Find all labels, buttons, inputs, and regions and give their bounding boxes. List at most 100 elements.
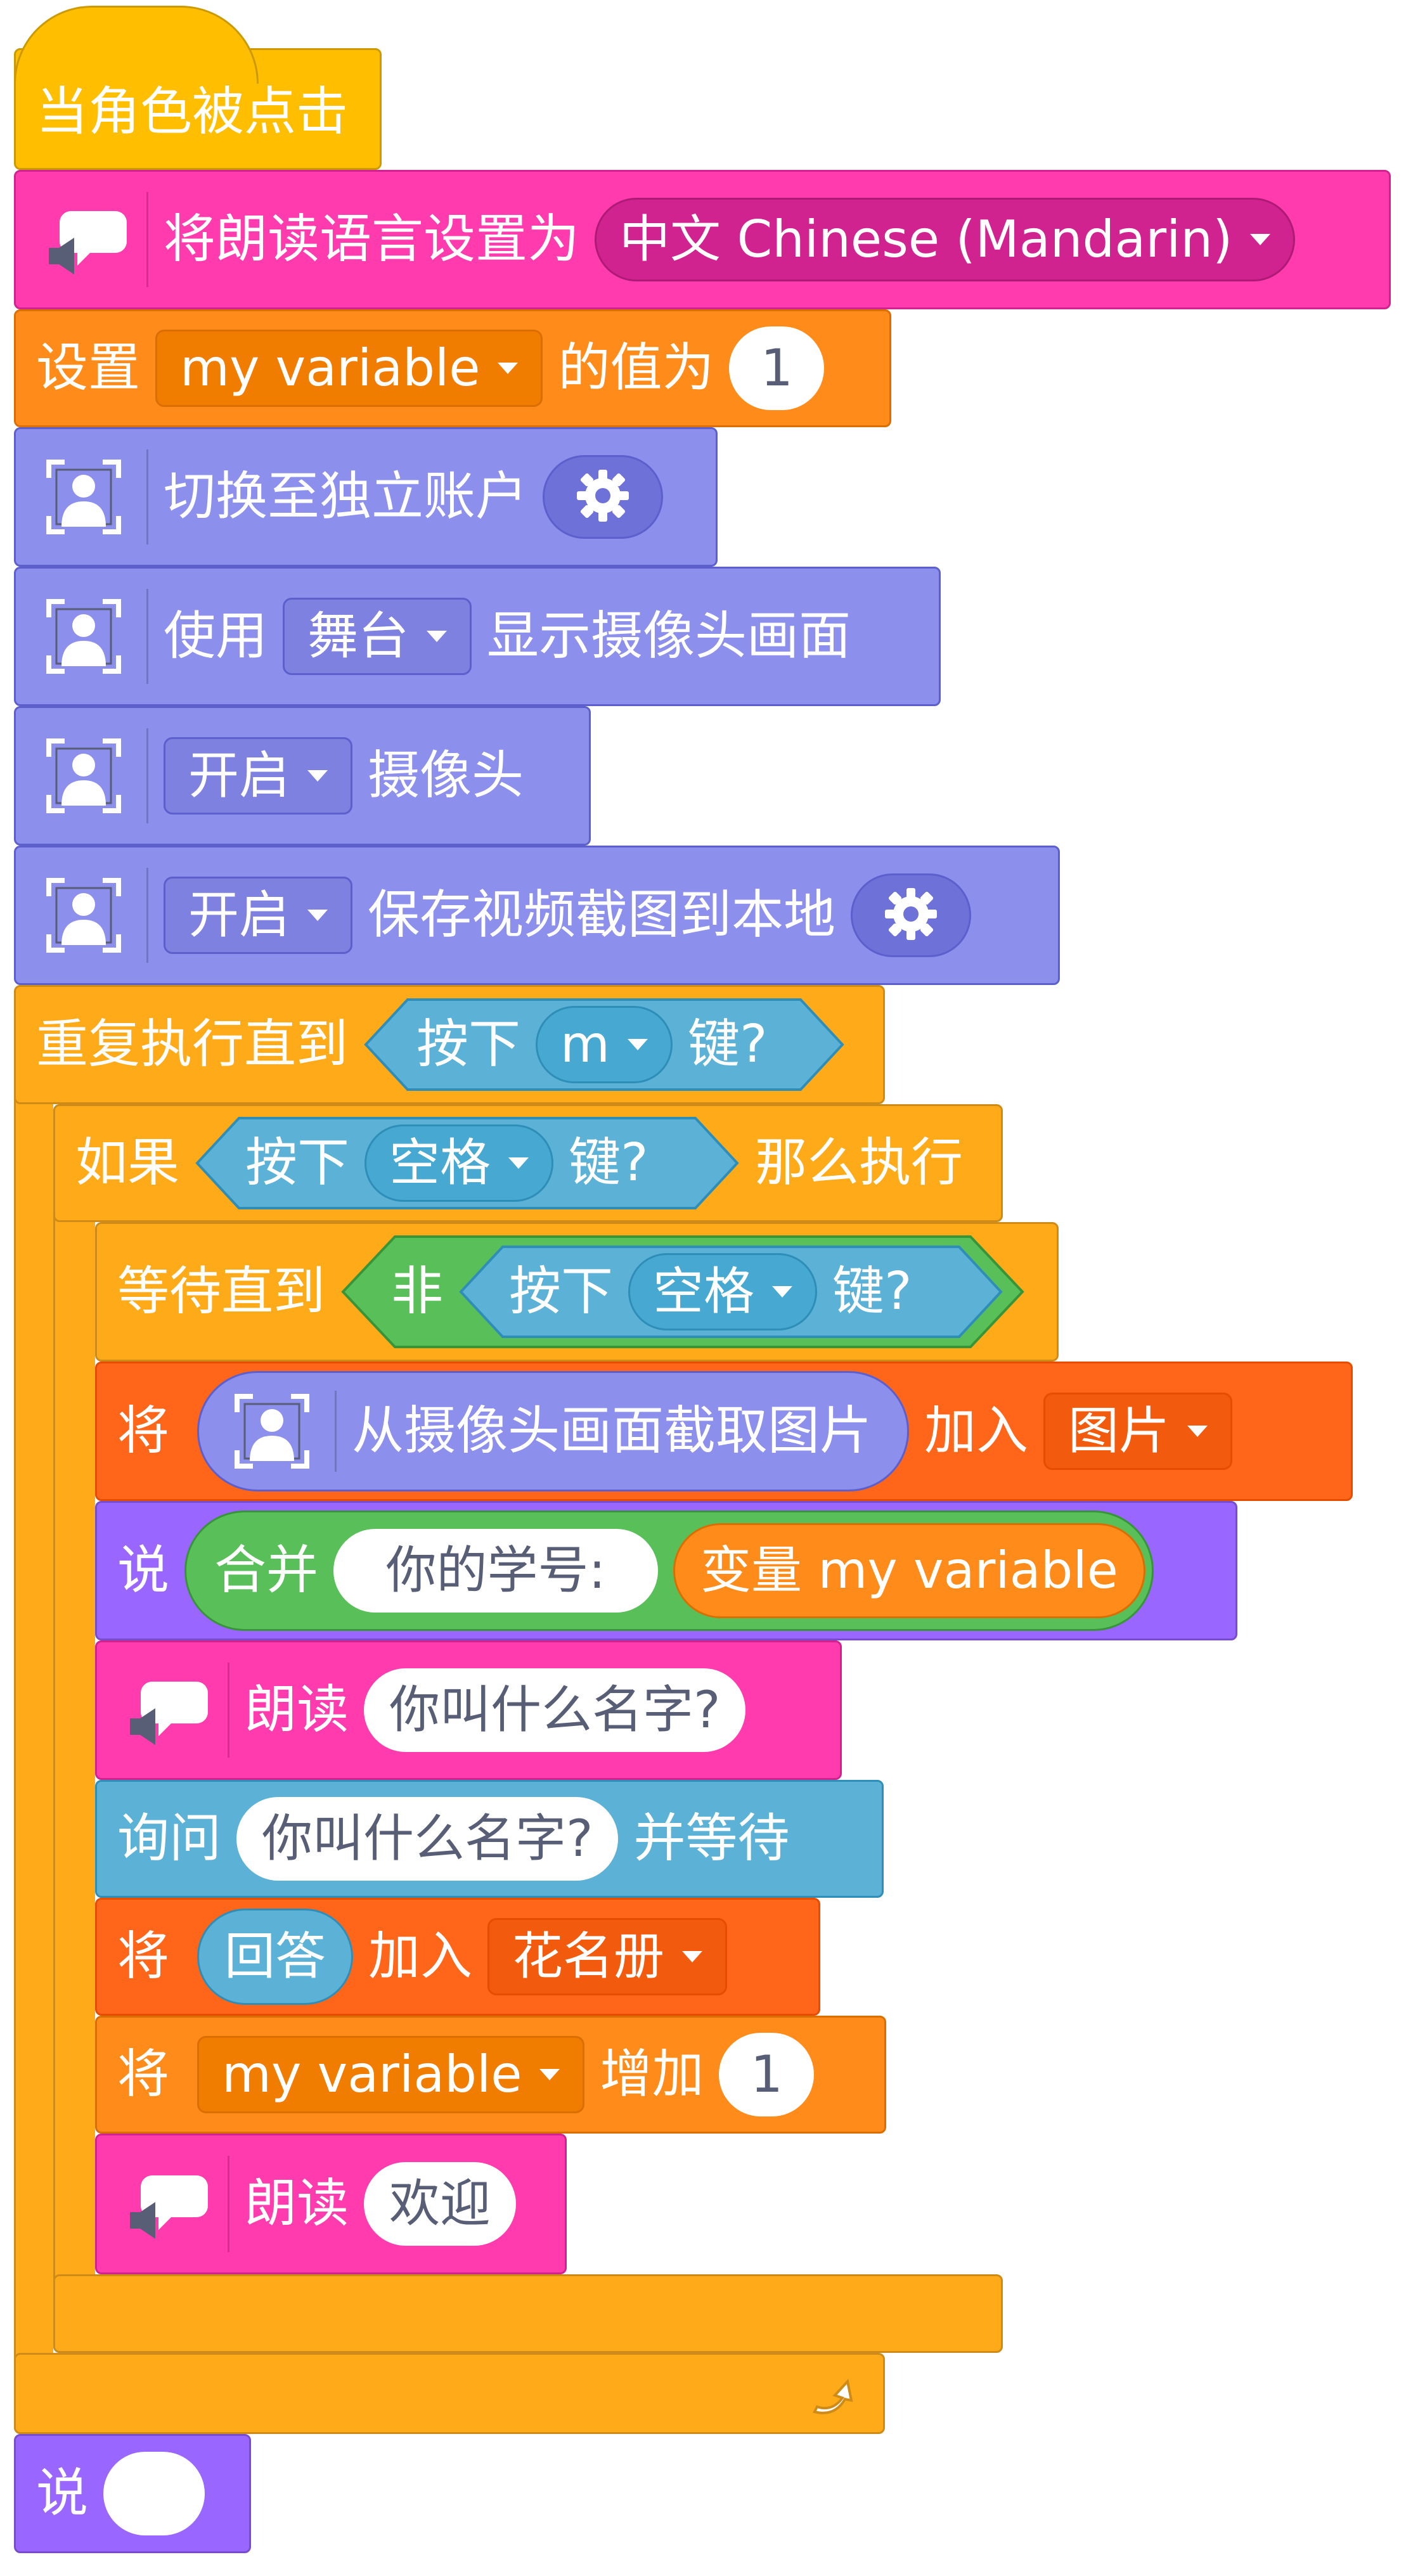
text-input[interactable]: 你的学号: xyxy=(333,1529,659,1613)
block-label: 摄像头 xyxy=(368,745,524,806)
chevron-down-icon xyxy=(498,363,519,374)
repeat-until-arm[interactable] xyxy=(14,986,53,2434)
if-then-footer[interactable] xyxy=(53,2274,1003,2353)
chevron-down-icon xyxy=(772,1286,793,1298)
text-input[interactable] xyxy=(103,2452,205,2535)
list-dropdown[interactable]: 花名册 xyxy=(487,1918,728,1995)
condition-label: 键? xyxy=(687,1014,768,1074)
dropdown-value: 舞台 xyxy=(307,607,410,666)
block-label: 朗读 xyxy=(245,1680,349,1740)
variable-dropdown[interactable]: my variable xyxy=(197,2036,585,2113)
repeat-until-block[interactable]: 重复执行直到 按下 m 键? xyxy=(14,985,885,1104)
dropdown-value: 花名册 xyxy=(512,1927,665,1986)
value-input[interactable]: 1 xyxy=(729,326,825,410)
block-label: 当角色被点击 xyxy=(36,82,349,142)
set-tts-language-block[interactable]: 将朗读语言设置为 中文 Chinese (Mandarin) xyxy=(14,170,1391,309)
key-pressed-condition[interactable]: 按下 空格 键? xyxy=(458,1244,1003,1339)
block-label: 询问 xyxy=(117,1808,222,1869)
condition-label: 按下 xyxy=(245,1133,350,1193)
change-variable-block[interactable]: 将 my variable 增加 1 xyxy=(95,2016,886,2134)
icon-divider xyxy=(228,1663,229,1758)
gear-button[interactable] xyxy=(543,455,664,539)
block-label: 并等待 xyxy=(633,1808,790,1869)
add-answer-to-list-block[interactable]: 将 回答 加入 花名册 xyxy=(95,1898,820,2016)
when-sprite-clicked-block[interactable]: 当角色被点击 xyxy=(14,6,382,170)
key-dropdown[interactable]: m xyxy=(536,1006,673,1083)
condition-label: 键? xyxy=(569,1133,648,1193)
gear-icon xyxy=(882,886,939,945)
language-dropdown[interactable]: 中文 Chinese (Mandarin) xyxy=(595,198,1296,281)
key-pressed-condition[interactable]: 按下 空格 键? xyxy=(195,1116,740,1211)
block-label: 重复执行直到 xyxy=(36,1014,349,1074)
value-input[interactable]: 1 xyxy=(719,2033,815,2116)
block-label: 朗读 xyxy=(245,2174,349,2234)
dropdown-value: 图片 xyxy=(1068,1401,1170,1460)
block-label: 将 xyxy=(117,1401,170,1461)
text-input[interactable]: 欢迎 xyxy=(364,2162,517,2246)
variable-reporter[interactable]: 变量 my variable xyxy=(673,1523,1145,1618)
camera-person-icon xyxy=(36,728,131,823)
condition-label: 按下 xyxy=(416,1014,521,1074)
variable-dropdown[interactable]: my variable xyxy=(155,330,543,407)
icon-divider xyxy=(146,728,148,823)
chevron-down-icon xyxy=(307,770,328,782)
add-snapshot-to-list-block[interactable]: 将 从摄像头画面截取图片 加入 图片 xyxy=(95,1362,1353,1501)
dropdown-value: 开启 xyxy=(188,886,290,944)
block-label: 切换至独立账户 xyxy=(164,467,528,527)
loop-arrow-icon xyxy=(807,2370,858,2421)
snapshot-state-dropdown[interactable]: 开启 xyxy=(164,877,352,954)
answer-reporter[interactable]: 回答 xyxy=(197,1909,354,2005)
block-label: 说 xyxy=(36,2463,89,2523)
speak-block[interactable]: 朗读 你叫什么名字? xyxy=(95,1640,842,1780)
block-label: 增加 xyxy=(600,2044,704,2104)
icon-divider xyxy=(228,2156,229,2252)
chevron-down-icon xyxy=(539,2069,560,2080)
camera-person-icon xyxy=(36,449,131,544)
stage-dropdown[interactable]: 舞台 xyxy=(283,598,472,675)
snapshot-reporter[interactable]: 从摄像头画面截取图片 xyxy=(197,1371,910,1491)
dropdown-value: 空格 xyxy=(389,1133,491,1192)
text-input[interactable]: 你叫什么名字? xyxy=(364,1668,746,1752)
if-then-block[interactable]: 如果 按下 空格 键? 那么执行 xyxy=(53,1104,1003,1222)
camera-person-icon xyxy=(224,1384,319,1479)
save-snapshot-block[interactable]: 开启 保存视频截图到本地 xyxy=(14,846,1060,985)
text-input[interactable]: 你叫什么名字? xyxy=(236,1797,619,1881)
switch-account-block[interactable]: 切换至独立账户 xyxy=(14,427,718,567)
set-variable-block[interactable]: 设置 my variable 的值为 1 xyxy=(14,309,891,427)
operator-label: 非 xyxy=(391,1261,444,1322)
block-label: 设置 xyxy=(36,338,141,398)
camera-person-icon xyxy=(36,589,131,684)
chevron-down-icon xyxy=(682,1951,703,1962)
icon-divider xyxy=(146,449,148,544)
dropdown-value: 中文 Chinese (Mandarin) xyxy=(619,210,1233,269)
not-operator[interactable]: 非 按下 空格 键? xyxy=(340,1234,1025,1349)
repeat-until-footer[interactable] xyxy=(14,2353,885,2434)
camera-toggle-block[interactable]: 开启 摄像头 xyxy=(14,706,591,846)
block-label: 那么执行 xyxy=(755,1133,964,1193)
if-then-arm[interactable] xyxy=(53,1104,95,2353)
ask-and-wait-block[interactable]: 询问 你叫什么名字? 并等待 xyxy=(95,1780,884,1898)
block-label: 如果 xyxy=(75,1133,180,1193)
condition-label: 键? xyxy=(832,1261,912,1322)
chevron-down-icon xyxy=(1187,1426,1208,1437)
gear-icon xyxy=(574,467,631,527)
key-pressed-condition[interactable]: 按下 m 键? xyxy=(363,997,845,1092)
dropdown-value: my variable xyxy=(222,2045,522,2104)
join-operator[interactable]: 合并 你的学号: 变量 my variable xyxy=(184,1510,1154,1631)
block-label: 加入 xyxy=(368,1926,473,1987)
say-block[interactable]: 说 xyxy=(14,2434,251,2553)
say-block[interactable]: 说 合并 你的学号: 变量 my variable xyxy=(95,1501,1237,1640)
show-camera-block[interactable]: 使用 舞台 显示摄像头画面 xyxy=(14,567,941,706)
camera-state-dropdown[interactable]: 开启 xyxy=(164,737,352,815)
key-dropdown[interactable]: 空格 xyxy=(364,1124,554,1202)
block-label: 等待直到 xyxy=(117,1261,326,1322)
wait-until-block[interactable]: 等待直到 非 按下 空格 xyxy=(95,1222,1059,1362)
chevron-down-icon xyxy=(627,1039,648,1050)
gear-button[interactable] xyxy=(851,873,972,957)
dropdown-value: 开启 xyxy=(188,746,290,805)
key-dropdown[interactable]: 空格 xyxy=(628,1253,818,1330)
block-label: 将 xyxy=(117,2044,170,2104)
speak-block[interactable]: 朗读 欢迎 xyxy=(95,2134,567,2274)
list-dropdown[interactable]: 图片 xyxy=(1043,1393,1233,1470)
